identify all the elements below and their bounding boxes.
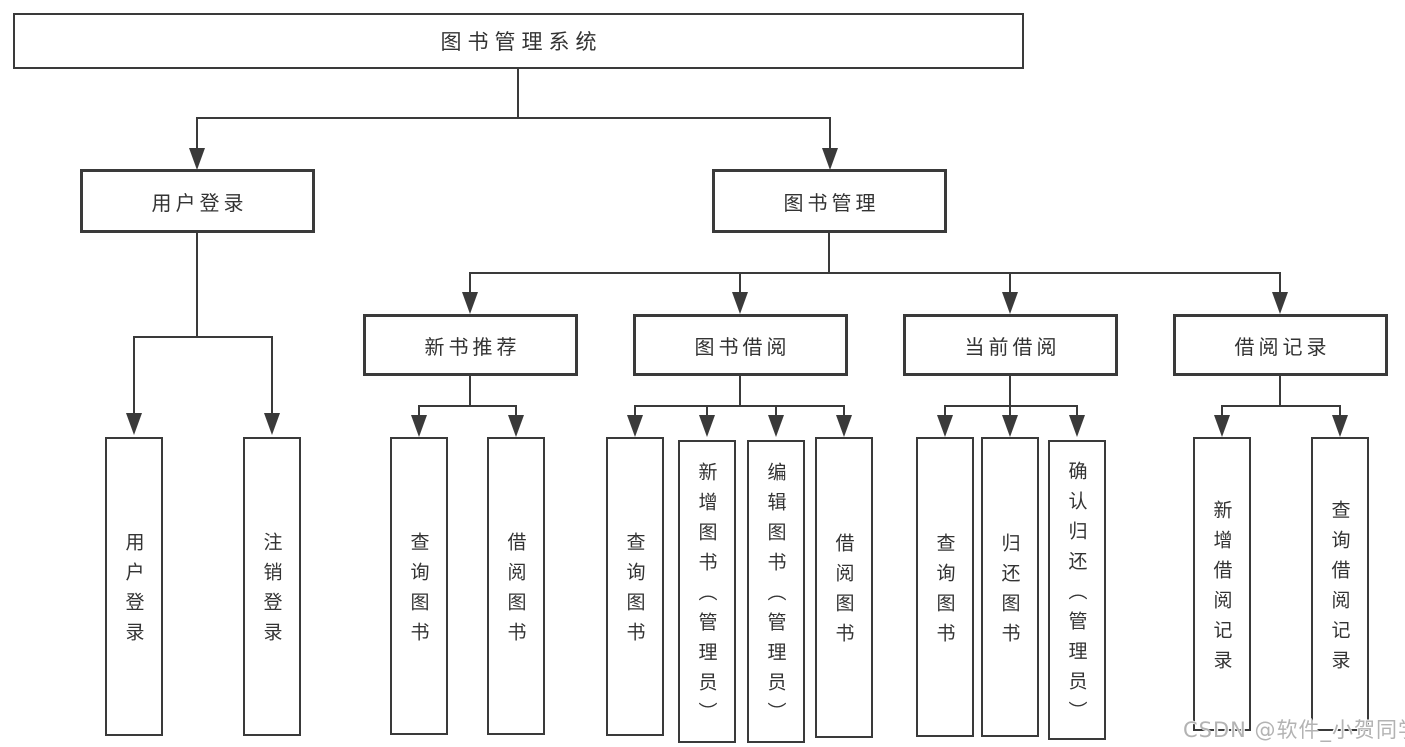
node-library-system: 图书管理系统 [13,13,1024,69]
arrowhead-down-icon [1002,415,1018,437]
connector-arrow-stem [1221,405,1223,416]
connector-level2-bar [197,117,831,119]
arrowhead-down-icon [126,413,142,435]
connector-level3-bar [469,272,1281,274]
connector-mgmt-arrow-stem [829,117,831,150]
connector-arrow-stem [739,272,741,294]
node-label: 借阅记录 [1234,334,1331,359]
node-borrow-records: 借阅记录 [1173,314,1388,376]
connector-arrow-stem [271,336,273,414]
node-leaf-edit-book-admin: 编辑图书（管理员） [747,440,805,743]
connector-arrow-stem [1009,272,1011,294]
connector-group3-bar [944,405,1078,407]
connector-arrow-stem [706,405,708,416]
node-current-borrow: 当前借阅 [903,314,1118,376]
node-leaf-logout: 注销登录 [243,437,301,736]
connector-arrow-stem [1009,405,1011,416]
node-label: 图书借阅 [694,334,791,359]
arrowhead-down-icon [264,413,280,435]
node-label: 借阅图书 [832,533,855,653]
arrowhead-down-icon [1332,415,1348,437]
node-label: 新增借阅记录 [1210,499,1233,680]
node-leaf-query-books: 查询图书 [390,437,448,735]
node-label: 用户登录 [122,532,145,652]
node-label: 查询图书 [623,532,646,652]
node-leaf-confirm-return-admin: 确认归还（管理员） [1048,440,1106,740]
node-leaf-query-borrow-record: 查询借阅记录 [1311,437,1369,731]
arrowhead-down-icon [822,148,838,170]
node-label: 注销登录 [260,532,283,652]
arrowhead-down-icon [1214,415,1230,437]
node-new-book-recommend: 新书推荐 [363,314,578,376]
node-label: 归还图书 [998,532,1021,653]
node-label: 新书推荐 [424,334,521,359]
arrowhead-down-icon [937,415,953,437]
connector-arrow-stem [1076,405,1078,416]
connector-arrow-stem [843,405,845,416]
arrowhead-down-icon [189,148,205,170]
arrowhead-down-icon [411,415,427,437]
node-label: 查询图书 [407,531,430,652]
node-book-borrow: 图书借阅 [633,314,848,376]
watermark: CSDN @软件_小贺同学 [1183,718,1405,742]
connector-arrow-stem [469,272,471,294]
connector-login-stub [196,232,198,337]
arrowhead-down-icon [732,292,748,314]
connector-arrow-stem [1339,405,1341,416]
connector-arrow-stem [133,336,135,414]
node-leaf-add-borrow-record: 新增借阅记录 [1193,437,1251,731]
node-label: 查询图书 [933,532,956,653]
node-leaf-add-book-admin: 新增图书（管理员） [678,440,736,743]
arrowhead-down-icon [508,415,524,437]
connector-arrow-stem [1279,272,1281,294]
node-leaf-user-login: 用户登录 [105,437,163,736]
connector-arrow-stem [775,405,777,416]
connector-arrow-stem [418,405,420,416]
arrowhead-down-icon [627,415,643,437]
node-leaf-borrow-books: 借阅图书 [487,437,545,735]
arrowhead-down-icon [462,292,478,314]
connector-arrow-stem [634,405,636,416]
connector-group4-stub [1279,376,1281,407]
node-label: 当前借阅 [964,334,1061,359]
node-leaf-borrow-books: 借阅图书 [815,437,873,738]
node-leaf-return-book: 归还图书 [981,437,1039,737]
arrowhead-down-icon [1272,292,1288,314]
connector-group4-bar [1221,405,1341,407]
arrowhead-down-icon [768,415,784,437]
node-label: 编辑图书（管理员） [764,462,787,732]
node-label: 查询借阅记录 [1328,499,1351,680]
connector-arrow-stem [944,405,946,416]
connector-root-stub [517,69,519,118]
node-leaf-query-books: 查询图书 [916,437,974,737]
node-user-login: 用户登录 [80,169,315,233]
node-label: 用户登录 [151,190,248,215]
arrowhead-down-icon [836,415,852,437]
node-book-management: 图书管理 [712,169,947,233]
node-label: 新增图书（管理员） [695,462,718,732]
node-label: 图书管理系统 [440,30,603,54]
connector-arrow-stem [515,405,517,416]
arrowhead-down-icon [1002,292,1018,314]
node-leaf-query-books: 查询图书 [606,437,664,736]
connector-group2-bar [634,405,845,407]
node-label: 确认归还（管理员） [1065,460,1088,731]
connector-login-children-bar [133,336,273,338]
arrowhead-down-icon [1069,415,1085,437]
connector-group2-stub [739,376,741,407]
node-label: 借阅图书 [504,531,527,652]
connector-group1-bar [418,405,517,407]
arrowhead-down-icon [699,415,715,437]
node-label: 图书管理 [783,190,880,215]
connector-group1-stub [469,376,471,407]
connector-group3-stub [1009,376,1011,407]
connector-login-arrow-stem [196,117,198,150]
connector-mgmt-stub [828,232,830,274]
